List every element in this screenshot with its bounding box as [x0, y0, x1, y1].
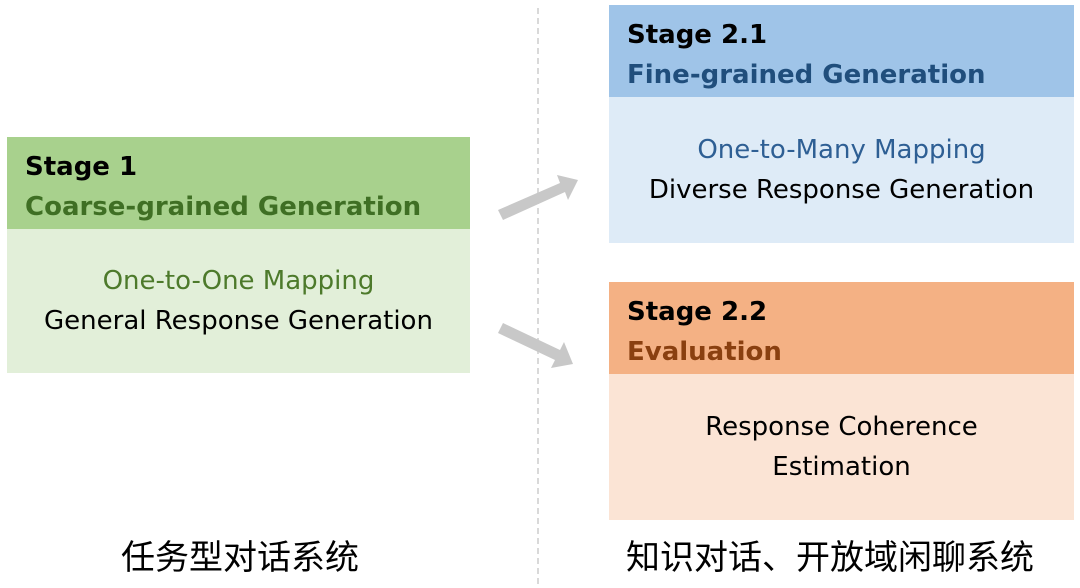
stage2-2-description-line1: Response Coherence [705, 412, 978, 442]
caption-task-oriented: 任务型对话系统 [121, 538, 359, 578]
caption-knowledge-open-domain: 知识对话、开放域闲聊系统 [626, 538, 1034, 578]
arrow-down-right-icon [498, 323, 573, 368]
stage2-1-subtitle: Fine-grained Generation [627, 60, 986, 90]
stage1-description: General Response Generation [44, 306, 433, 336]
stage1-label: Stage 1 [25, 152, 138, 182]
stage2-2-body: Response Coherence Estimation [609, 374, 1074, 520]
stage2-1-mapping: One-to-Many Mapping [697, 135, 986, 165]
stage2-2-subtitle: Evaluation [627, 337, 782, 367]
stage2-2-description-line2: Estimation [772, 452, 911, 482]
stage1-mapping: One-to-One Mapping [102, 266, 375, 296]
stage2-2-label: Stage 2.2 [627, 297, 768, 327]
stage1-body: One-to-One Mapping General Response Gene… [7, 229, 470, 373]
stage2-1-body: One-to-Many Mapping Diverse Response Gen… [609, 97, 1074, 243]
stage2-2-header: Stage 2.2 Evaluation [609, 282, 1074, 374]
stage1-header: Stage 1 Coarse-grained Generation [7, 137, 470, 229]
stage2-1-header: Stage 2.1 Fine-grained Generation [609, 5, 1074, 97]
section-divider [537, 8, 539, 584]
stage2-1-label: Stage 2.1 [627, 20, 768, 50]
stage1-subtitle: Coarse-grained Generation [25, 192, 422, 222]
stage2-1-description: Diverse Response Generation [648, 175, 1035, 205]
